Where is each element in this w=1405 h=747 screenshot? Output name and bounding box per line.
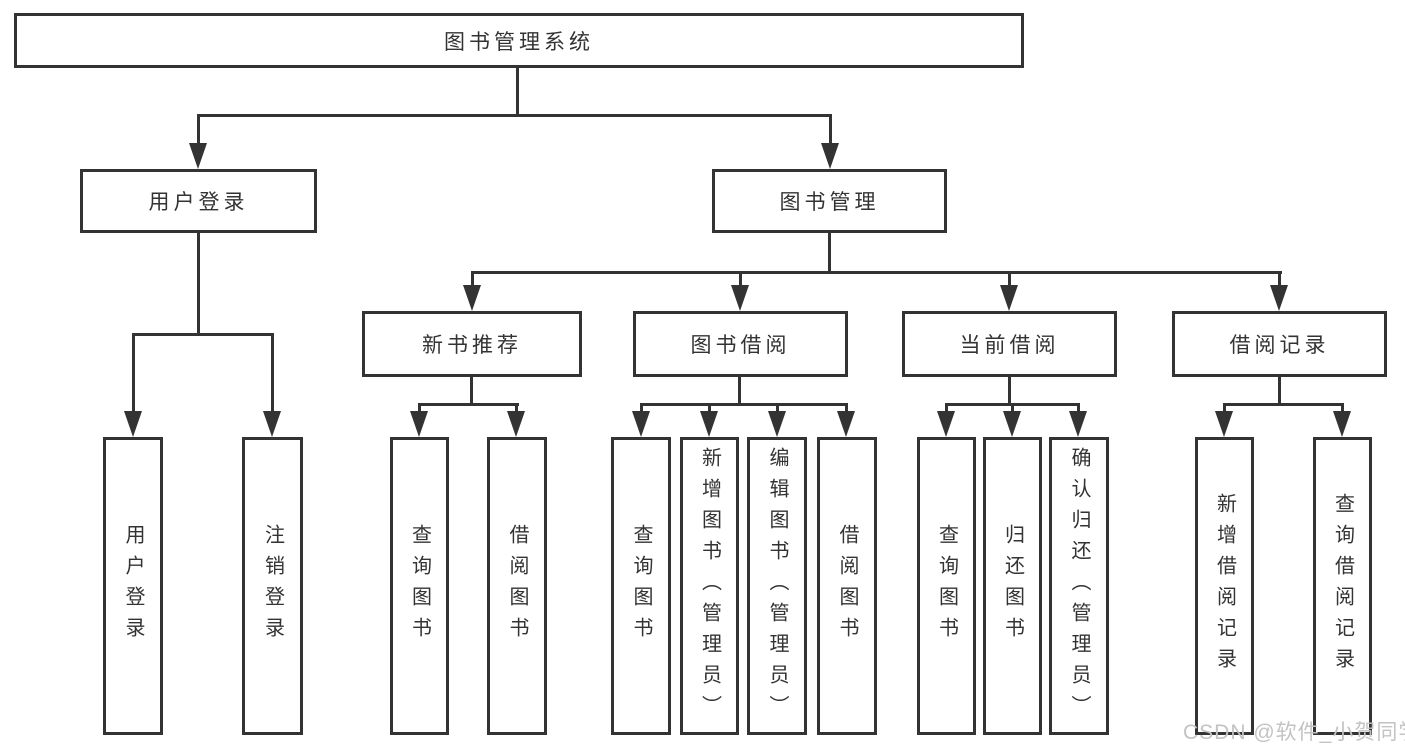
arrowhead-borrow-records [1270, 285, 1288, 311]
csdn-watermark: CSDN @软件_小贺同学 [1183, 721, 1405, 744]
arrowhead-new-book-child2 [507, 411, 525, 437]
node-book-borrow: 图书借阅 [633, 311, 848, 377]
arrowhead-borrow-records-child1 [1215, 411, 1233, 437]
node-new-book-recommend: 新书推荐 [362, 311, 582, 377]
stem-line-root [516, 66, 519, 116]
bus-line-root [197, 114, 832, 117]
drop-line-book-borrow-child4 [845, 403, 848, 417]
bus-line-book-borrow [640, 403, 848, 406]
bus-line-book-management [471, 271, 1282, 274]
arrowhead-book-borrow-child2 [700, 411, 718, 437]
drop-line-book-borrow-child1 [640, 403, 643, 417]
bus-line-borrow-records [1223, 403, 1344, 406]
leaf-return-books: 归还图书 [983, 437, 1042, 735]
drop-line-new-book-child2 [515, 403, 518, 417]
arrowhead-book-borrow-child4 [837, 411, 855, 437]
node-borrow-records: 借阅记录 [1172, 311, 1387, 377]
leaf-edit-books-admin: 编辑图书（管理员） [747, 437, 807, 735]
stem-line-user-login [197, 231, 200, 335]
leaf-logout: 注销登录 [242, 437, 303, 735]
arrowhead-user-login-child1 [124, 411, 142, 437]
node-user-login: 用户登录 [80, 169, 317, 233]
drop-line-current-borrow-child3 [1077, 403, 1080, 417]
leaf-user-login: 用户登录 [103, 437, 163, 735]
drop-line-new-book-child1 [418, 403, 421, 417]
drop-line-user-login-child1 [132, 333, 135, 415]
stem-line-new-book [470, 375, 473, 405]
arrowhead-new-book [463, 285, 481, 311]
stem-line-book-management [828, 231, 831, 273]
arrowhead-book-management [821, 143, 839, 169]
leaf-query-books-current: 查询图书 [917, 437, 976, 735]
leaf-add-borrow-record: 新增借阅记录 [1195, 437, 1254, 735]
leaf-confirm-return-admin: 确认归还（管理员） [1049, 437, 1109, 735]
arrowhead-user-login [189, 143, 207, 169]
leaf-query-books-recommend: 查询图书 [390, 437, 449, 735]
bus-line-new-book [418, 403, 519, 406]
arrowhead-current-borrow [1000, 285, 1018, 311]
arrowhead-new-book-child1 [410, 411, 428, 437]
leaf-query-books-borrow: 查询图书 [611, 437, 671, 735]
drop-line-borrow-records-child1 [1223, 403, 1226, 417]
arrowhead-user-login-child2 [263, 411, 281, 437]
arrowhead-book-borrow [731, 285, 749, 311]
leaf-query-borrow-record: 查询借阅记录 [1313, 437, 1372, 735]
leaf-borrow-books: 借阅图书 [817, 437, 877, 735]
drop-line-book-management [829, 114, 832, 146]
drop-line-user-login [197, 114, 200, 146]
arrowhead-current-borrow-child1 [937, 411, 955, 437]
drop-line-book-borrow [739, 271, 742, 289]
leaf-add-books-admin: 新增图书（管理员） [680, 437, 739, 735]
node-book-management: 图书管理 [712, 169, 947, 233]
arrowhead-borrow-records-child2 [1333, 411, 1351, 437]
arrowhead-current-borrow-child3 [1069, 411, 1087, 437]
bus-line-user-login [132, 333, 274, 336]
drop-line-current-borrow-child1 [945, 403, 948, 417]
stem-line-current-borrow [1008, 375, 1011, 405]
drop-line-borrow-records-child2 [1341, 403, 1344, 417]
arrowhead-current-borrow-child2 [1003, 411, 1021, 437]
drop-line-current-borrow-child2 [1011, 403, 1014, 417]
node-library-management-system: 图书管理系统 [14, 13, 1024, 68]
node-current-borrow: 当前借阅 [902, 311, 1117, 377]
stem-line-book-borrow [738, 375, 741, 405]
drop-line-user-login-child2 [271, 333, 274, 415]
drop-line-current-borrow [1008, 271, 1011, 289]
drop-line-book-borrow-child2 [708, 403, 711, 417]
drop-line-borrow-records [1278, 271, 1281, 289]
drop-line-new-book [471, 271, 474, 289]
leaf-borrow-books-recommend: 借阅图书 [487, 437, 547, 735]
drop-line-book-borrow-child3 [776, 403, 779, 417]
arrowhead-book-borrow-child3 [768, 411, 786, 437]
stem-line-borrow-records [1278, 375, 1281, 405]
arrowhead-book-borrow-child1 [632, 411, 650, 437]
